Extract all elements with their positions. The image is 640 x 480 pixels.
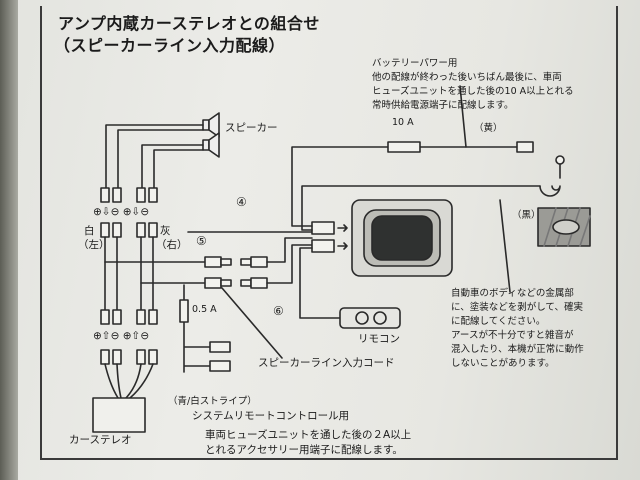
- fuse-05a-label: 0.5 A: [192, 304, 217, 315]
- ground-leader: [499, 199, 511, 293]
- title-line-1: アンプ内蔵カーステレオとの組合せ: [58, 14, 320, 33]
- polarity-bottom: ⊕⇧⊖ ⊕⇧⊖: [93, 330, 150, 342]
- battery-leader: [459, 85, 467, 148]
- connector-group-bottom: [100, 309, 158, 365]
- connector-arrows: [337, 224, 348, 250]
- left-label: （左）: [78, 239, 110, 251]
- remote-note-3: とれるアクセサリー用端子に配線します。: [205, 444, 403, 456]
- cord-leader: [221, 287, 283, 359]
- black-label: （黒）: [512, 210, 541, 221]
- polarity-top: ⊕⇩⊖ ⊕⇩⊖: [93, 206, 150, 218]
- ground-note-2: に、塗装などを剥がして、確実: [451, 302, 583, 313]
- blue-white-stripe-label: （青/白ストライプ）: [168, 396, 257, 407]
- wire-4-label: ④: [236, 195, 247, 209]
- remote-power-wire: [183, 284, 211, 373]
- right-label: （右）: [156, 239, 188, 251]
- battery-note-1: バッテリーパワー用: [372, 58, 458, 69]
- battery-note-3: ヒューズユニットを通した後の10 A以上とれる: [372, 86, 574, 97]
- terminal-b: [209, 360, 231, 372]
- ground-note-1: 自動車のボディなどの金属部: [451, 288, 574, 299]
- speaker-label: スピーカー: [225, 122, 278, 134]
- car-stereo-label: カーステレオ: [69, 434, 132, 446]
- speaker-bottom-icon: [202, 132, 220, 158]
- remote-note-2: 車両ヒューズユニットを通した後の２A以上: [205, 429, 412, 441]
- remote-wire: [299, 247, 341, 319]
- car-stereo-box: [92, 397, 146, 433]
- rca-plug-right: [240, 256, 268, 289]
- rca-plug-left: [204, 256, 232, 289]
- fuse-10a: [387, 141, 421, 153]
- speaker-wire-left: [105, 124, 204, 189]
- gray-label: 灰: [160, 225, 171, 237]
- speaker-line-cord: [266, 237, 313, 284]
- speaker-wire-right: [141, 144, 204, 189]
- terminal-a: [209, 341, 231, 353]
- chassis-icon: [537, 207, 591, 247]
- ground-note-4: アースが不十分ですと雑音が: [451, 330, 574, 341]
- stereo-cable: [104, 363, 154, 399]
- ground-note-6: しないことがあります。: [451, 358, 555, 369]
- yellow-label: （黄）: [474, 123, 503, 134]
- speaker-line-cord-label: スピーカーライン入力コード: [258, 357, 395, 369]
- ground-screw-icon: [555, 155, 565, 179]
- amplifier-unit: [351, 199, 453, 277]
- remote-control-icon: [339, 307, 401, 329]
- ground-note-5: 混入したり、本機が正常に動作: [451, 344, 584, 355]
- battery-terminal: [516, 141, 534, 153]
- ground-lug: [539, 185, 561, 197]
- speaker-top-icon: [202, 112, 220, 138]
- title-line-2: （スピーカーライン入力配線）: [54, 36, 286, 55]
- wire-6-label: ⑥: [273, 304, 284, 318]
- remote-label: リモコン: [358, 333, 400, 345]
- wire-5-label: ⑤: [196, 234, 207, 248]
- remote-note-1: システムリモートコントロール用: [192, 410, 350, 422]
- diagram-frame: [40, 6, 618, 460]
- fuse-05a: [179, 299, 189, 323]
- battery-note-4: 常時供給電源端子に配線します。: [372, 100, 514, 111]
- page-shadow-edge: [0, 0, 18, 480]
- connector-group-top: [100, 187, 158, 238]
- ground-note-3: に配線してください。: [451, 316, 546, 327]
- ground-wire: [301, 185, 541, 231]
- amp-connector: [311, 221, 335, 253]
- stereo-wires-top: [104, 236, 154, 311]
- fuse-10a-label: 10 A: [392, 117, 414, 128]
- battery-note-2: 他の配線が終わった後いちばん最後に、車両: [372, 72, 562, 83]
- white-label: 白: [84, 225, 95, 237]
